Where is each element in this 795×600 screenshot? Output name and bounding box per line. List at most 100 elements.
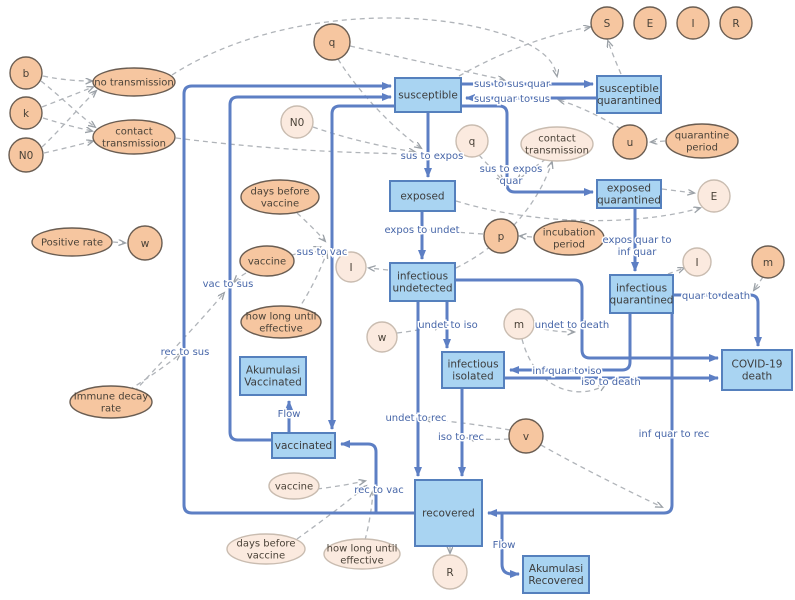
flow-label-inf-quar-to-iso[interactable]: inf quar to iso [531,365,603,379]
stock-box-exposed-quarantined[interactable] [596,179,662,209]
variable-shape-how-long-until-effective[interactable] [240,305,322,339]
stock-susceptible[interactable]: susceptible [394,77,462,113]
constant-b[interactable]: b [9,56,43,90]
constant-q-ghost[interactable]: q [455,124,489,158]
stock-box-recovered[interactable] [414,479,483,547]
constant-s-sum[interactable]: S [590,6,624,40]
constant-shape-r-sum[interactable] [719,6,753,40]
constant-q[interactable]: q [313,23,351,61]
constant-m[interactable]: m [751,245,785,279]
constant-shape-b[interactable] [9,56,43,90]
variable-shape-contact-transmission-ghost[interactable] [520,126,594,162]
constant-n0[interactable]: N0 [8,137,44,173]
stock-box-akumulasi-vaccinated[interactable] [239,356,307,396]
flow-label-rec-to-vac[interactable]: rec to vac [353,484,405,498]
constant-shape-r-ghost[interactable] [432,554,468,590]
stock-box-exposed[interactable] [389,180,456,212]
variable-shape-vaccine-ghost[interactable] [268,472,320,500]
constant-k[interactable]: k [9,96,43,130]
variable-vaccine-ghost[interactable]: vaccine [268,472,320,500]
constant-shape-e-ghost[interactable] [697,179,731,213]
constant-shape-m-ghost[interactable] [503,308,535,340]
constant-shape-i-ghost-left[interactable] [335,251,367,283]
stock-box-susceptible[interactable] [394,77,462,113]
constant-shape-w[interactable] [127,225,163,261]
flow-label-flow-recovered[interactable]: Flow [491,539,517,553]
constant-shape-i-ghost-right[interactable] [682,247,712,277]
constant-shape-k[interactable] [9,96,43,130]
constant-i-sum[interactable]: I [676,6,710,40]
constant-e-ghost[interactable]: E [697,179,731,213]
flow-label-inf-quar-to-rec[interactable]: inf quar to rec [637,428,711,442]
flow-label-sus-to-expos[interactable]: sus to expos [399,150,465,164]
variable-shape-how-long-until-effective-ghost[interactable] [323,538,401,570]
stock-vaccinated[interactable]: vaccinated [271,432,336,459]
variable-no-transmission[interactable]: no transmission [92,67,176,97]
constant-e-sum[interactable]: E [633,6,667,40]
variable-shape-positive-rate[interactable] [31,227,113,257]
constant-shape-q[interactable] [313,23,351,61]
constant-w-ghost[interactable]: w [366,321,398,353]
constant-shape-q-ghost[interactable] [455,124,489,158]
flow-label-vac-to-sus[interactable]: vac to sus [201,278,255,292]
flow-label-sus-to-vac[interactable]: sus to vac [295,246,349,260]
flow-label-iso-to-rec[interactable]: iso to rec [436,431,485,445]
stock-box-infectious-quarantined[interactable] [609,274,674,314]
variable-shape-quarantine-period[interactable] [665,123,739,159]
variable-shape-incubation-period[interactable] [533,220,605,256]
constant-shape-n0-ghost[interactable] [280,105,314,139]
flow-label-quar-to-death[interactable]: quar to death [680,290,751,304]
variable-shape-contact-transmission[interactable] [92,119,176,155]
variable-positive-rate[interactable]: Positive rate [31,227,113,257]
constant-shape-i-sum[interactable] [676,6,710,40]
stock-box-infectious-undetected[interactable] [389,262,456,302]
variable-shape-immune-decay-rate[interactable] [69,385,153,419]
flow-label-sus-quar-to-sus[interactable]: sus quar to sus [472,93,551,107]
stock-box-susceptible-quarantined[interactable] [596,75,662,114]
variable-shape-vaccine[interactable] [239,245,295,277]
flow-label-sus-to-sus-quar[interactable]: sus to sus quar [472,78,552,92]
constant-r-sum[interactable]: R [719,6,753,40]
constant-m-ghost[interactable]: m [503,308,535,340]
constant-shape-u[interactable] [612,124,648,160]
flow-label-undet-to-death[interactable]: undet to death [533,319,610,333]
stock-box-vaccinated[interactable] [271,432,336,459]
constant-shape-n0[interactable] [8,137,44,173]
constant-shape-v[interactable] [508,418,544,454]
variable-shape-days-before-vaccine-ghost[interactable] [226,533,306,565]
constant-i-ghost-right[interactable]: I [682,247,712,277]
constant-shape-m[interactable] [751,245,785,279]
stock-box-covid-19-death[interactable] [721,349,793,391]
constant-shape-e-sum[interactable] [633,6,667,40]
constant-r-ghost[interactable]: R [432,554,468,590]
stock-box-infectious-isolated[interactable] [441,351,505,389]
flow-label-undet-to-iso[interactable]: undet to iso [417,319,480,333]
constant-n0-ghost[interactable]: N0 [280,105,314,139]
variable-shape-no-transmission[interactable] [92,67,176,97]
stock-exposed[interactable]: exposed [389,180,456,212]
variable-shape-days-before-vaccine[interactable] [240,179,320,215]
flow-label-iso-to-death[interactable]: iso to death [580,376,642,390]
constant-shape-p[interactable] [483,218,519,254]
stock-box-akumulasi-recovered[interactable] [522,555,590,594]
constant-shape-w-ghost[interactable] [366,321,398,353]
flow-label-undet-to-rec[interactable]: undet to rec [384,412,448,426]
